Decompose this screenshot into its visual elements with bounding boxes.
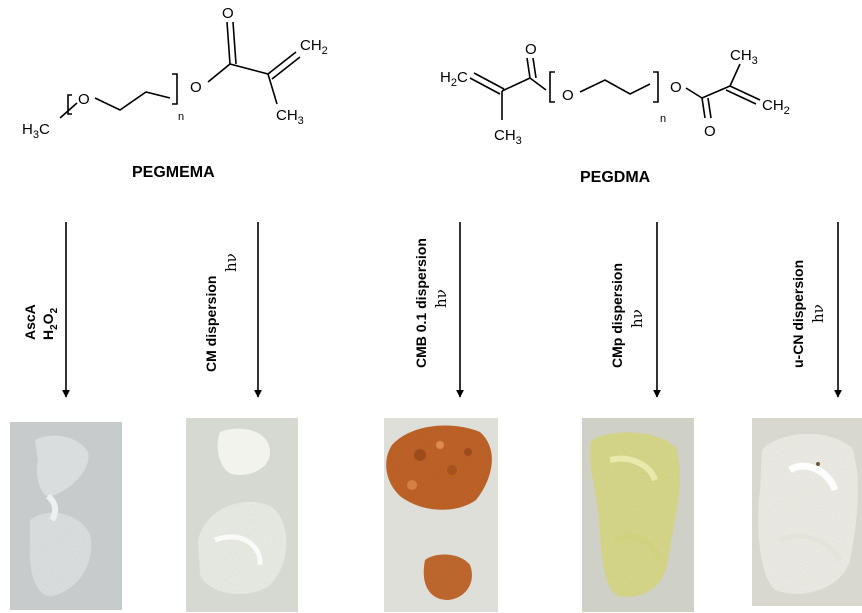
condition-1-label: AscA H2O2 [22, 304, 60, 340]
pegdma-ch2-right-label: CH2 [762, 97, 790, 117]
condition-4-label: CMp dispersion hν [609, 263, 646, 368]
pegmema-name: PEGMEMA [132, 164, 215, 181]
pegdma-ring-oxygen: O [562, 87, 574, 104]
svg-text:CMB 0.1 dispersion: CMB 0.1 dispersion [413, 238, 429, 368]
sample-photo-4 [582, 418, 694, 612]
condition-3-label: CMB 0.1 dispersion hν [413, 238, 450, 368]
pegmema-structure [59, 21, 301, 119]
pegdma-ch3-bottom-label: CH3 [494, 127, 522, 147]
pegmema-ester-oxygen: O [190, 79, 202, 96]
svg-text:u-CN dispersion: u-CN dispersion [790, 260, 806, 368]
pegdma-bottom-carbonyl-oxygen: O [704, 123, 716, 140]
pegmema-repeat-n: n [178, 111, 184, 123]
pegdma-h2c-label: H2C [440, 69, 468, 89]
sample-photo-2 [186, 418, 298, 612]
pegdma-top-carbonyl-oxygen: O [525, 41, 537, 58]
pegdma-structure [469, 57, 761, 120]
sample-photo-5 [752, 418, 862, 606]
svg-text:hν: hν [809, 304, 827, 323]
svg-text:H2O2: H2O2 [40, 307, 60, 340]
pegdma-name: PEGDMA [580, 169, 651, 186]
pegdma-ester-oxygen: O [670, 79, 682, 96]
pegmema-ch2-label: CH2 [300, 37, 328, 57]
pegmema-ether-oxygen: O [78, 91, 90, 108]
pegdma-repeat-n: n [660, 113, 666, 125]
svg-text:hν: hν [222, 253, 240, 272]
svg-text:CM dispersion: CM dispersion [203, 276, 219, 372]
pegmema-h3c-label: H3C [22, 121, 50, 141]
pegmema-ch3-label: CH3 [276, 107, 304, 127]
pegmema-carbonyl-oxygen: O [222, 5, 234, 22]
sample-photo-1 [10, 422, 122, 610]
svg-text:hν: hν [628, 309, 646, 328]
sample-photo-3 [384, 418, 498, 612]
svg-text:hν: hν [432, 289, 450, 308]
svg-text:CMp dispersion: CMp dispersion [609, 263, 625, 368]
svg-text:AscA: AscA [22, 304, 38, 340]
condition-2-label: CM dispersion hν [203, 253, 240, 372]
condition-5-label: u-CN dispersion hν [790, 260, 827, 368]
pegdma-ch3-top-label: CH3 [730, 47, 758, 67]
